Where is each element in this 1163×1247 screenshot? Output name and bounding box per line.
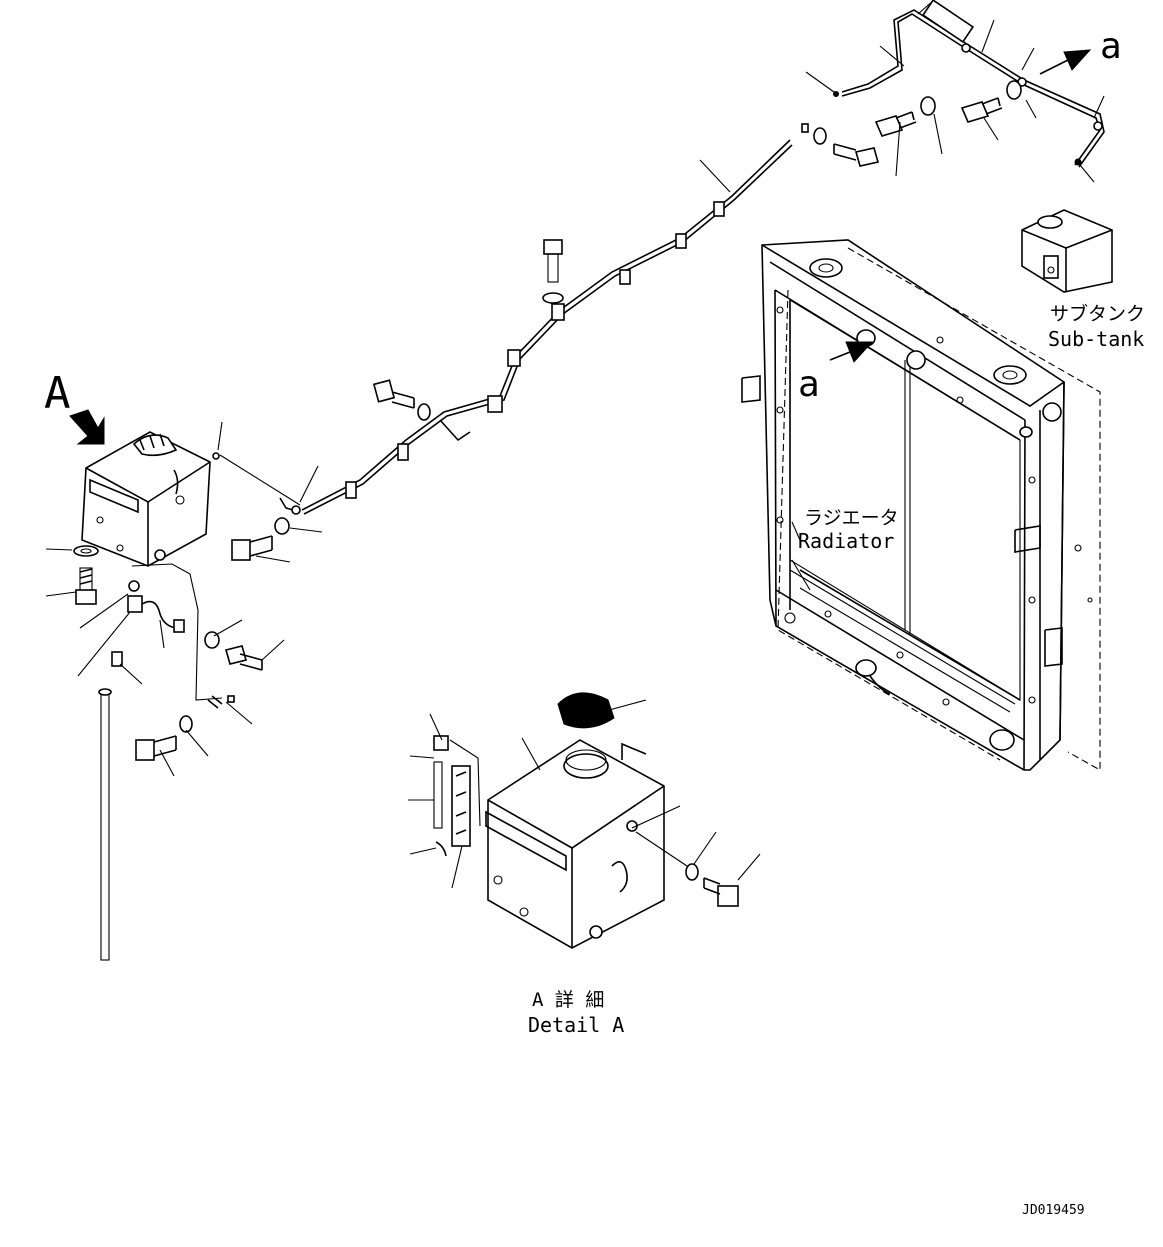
overflow-tube (279, 139, 793, 515)
radiator-label-jp: ラジエータ (804, 507, 899, 529)
sub-tank-label-en: Sub-tank (1048, 327, 1144, 351)
detail-a-tank (433, 692, 739, 949)
detail-a-title-jp: A 詳 細 (532, 989, 604, 1011)
view-a-label: A (44, 368, 71, 419)
bolt-set (73, 80, 1022, 761)
sub-tank (1021, 209, 1113, 293)
arrow-a-radiator (829, 341, 874, 363)
leader-lines (45, 0, 1105, 889)
arrow-a-top (1039, 49, 1092, 75)
arrow-a-top-label: a (1100, 26, 1122, 67)
reservoir-tank (69, 409, 301, 961)
arrow-a-radiator-label: a (798, 364, 820, 405)
overflow-hose-top (833, 0, 1105, 168)
drawing-id: JD019459 (1022, 1203, 1085, 1218)
detail-a-title-en: Detail A (528, 1013, 624, 1037)
radiator-label-en: Radiator (798, 529, 894, 553)
sub-tank-label-jp: サブタンク (1050, 302, 1145, 325)
radiator-assembly (741, 239, 1101, 771)
